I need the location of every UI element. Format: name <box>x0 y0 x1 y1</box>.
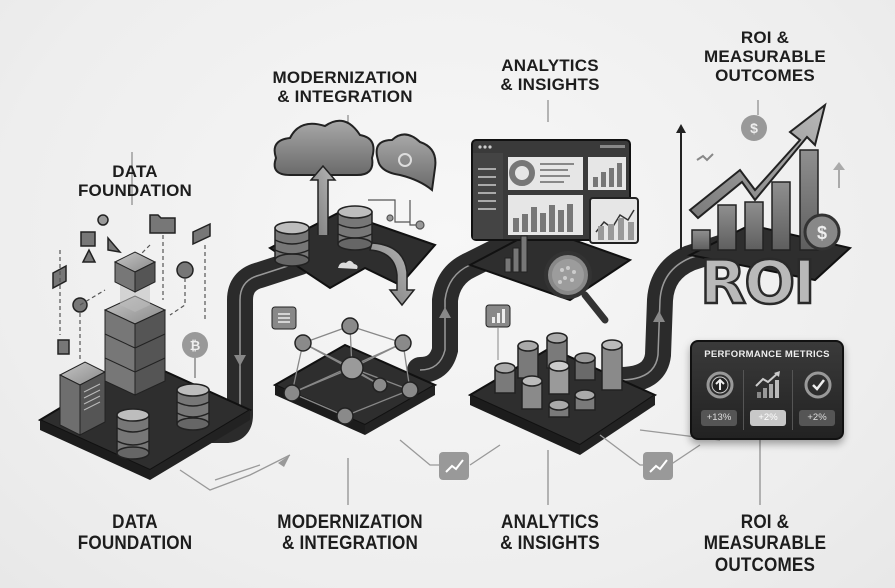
roi-growth-chart: $ $ <box>676 102 853 282</box>
database-icon <box>337 205 373 251</box>
dollar-coin-icon: $ <box>741 115 767 141</box>
bar-chart-icon <box>513 204 573 232</box>
svg-text:$: $ <box>750 120 758 136</box>
central-server-stack-icon <box>103 251 167 396</box>
donut-chart-icon <box>509 160 535 186</box>
currency-badge-icon: ₿ <box>182 332 208 378</box>
database-icon <box>274 221 310 267</box>
database-icon <box>116 408 150 460</box>
performance-metrics-title: PERFORMANCE METRICS <box>704 349 830 360</box>
bar-chart-trend-icon <box>755 371 780 398</box>
trend-up-icon <box>439 452 469 480</box>
leader-lines <box>131 100 761 505</box>
check-circle-icon <box>804 371 832 399</box>
server-rack-icon <box>58 361 107 436</box>
metric-item: +2% <box>793 366 841 432</box>
metric-divider <box>792 370 793 430</box>
cloud-sync-icon <box>375 133 437 192</box>
svg-text:$: $ <box>817 223 827 243</box>
cloud-icon <box>273 119 375 177</box>
analytics-data-platform <box>467 304 658 455</box>
growth-arrow-icon <box>688 102 827 220</box>
metric-divider <box>743 370 744 430</box>
stage-label-analytics-top: ANALYTICS& INSIGHTS <box>500 56 600 95</box>
upload-arrow-icon <box>309 164 337 235</box>
stage-label-modernization-top: MODERNIZATION& INTEGRATION <box>272 68 418 107</box>
roi-block-text: ROI <box>699 247 817 320</box>
performance-metrics-panel: PERFORMANCE METRICS +13% +2% +2% <box>690 340 844 440</box>
trend-up-icon <box>643 452 673 480</box>
metric-value-badge: +2% <box>750 410 786 426</box>
metric-value-badge: +13% <box>701 410 737 426</box>
download-arrow-icon <box>369 242 416 307</box>
stage-label-analytics-bottom: ANALYTICS& INSIGHTS <box>500 512 600 555</box>
metric-value-badge: +2% <box>799 410 835 426</box>
metric-item: +13% <box>695 366 743 432</box>
magnifier-icon <box>544 251 609 324</box>
svg-text:₿: ₿ <box>190 338 201 353</box>
data-foundation-platform: ₿ <box>37 214 253 480</box>
data-cylinders-icons <box>494 332 623 418</box>
integration-network-platform <box>271 306 438 435</box>
arrow-up-circle-icon <box>706 371 734 399</box>
cloud-migration-platform <box>268 119 437 307</box>
dollar-coin-icon: $ <box>803 213 841 251</box>
analytics-dashboard <box>467 139 639 324</box>
network-node-icons <box>283 317 419 425</box>
stage-label-modernization-bottom: MODERNIZATION& INTEGRATION <box>277 512 423 555</box>
metric-item: +2% <box>744 366 792 432</box>
database-icon <box>176 383 210 431</box>
